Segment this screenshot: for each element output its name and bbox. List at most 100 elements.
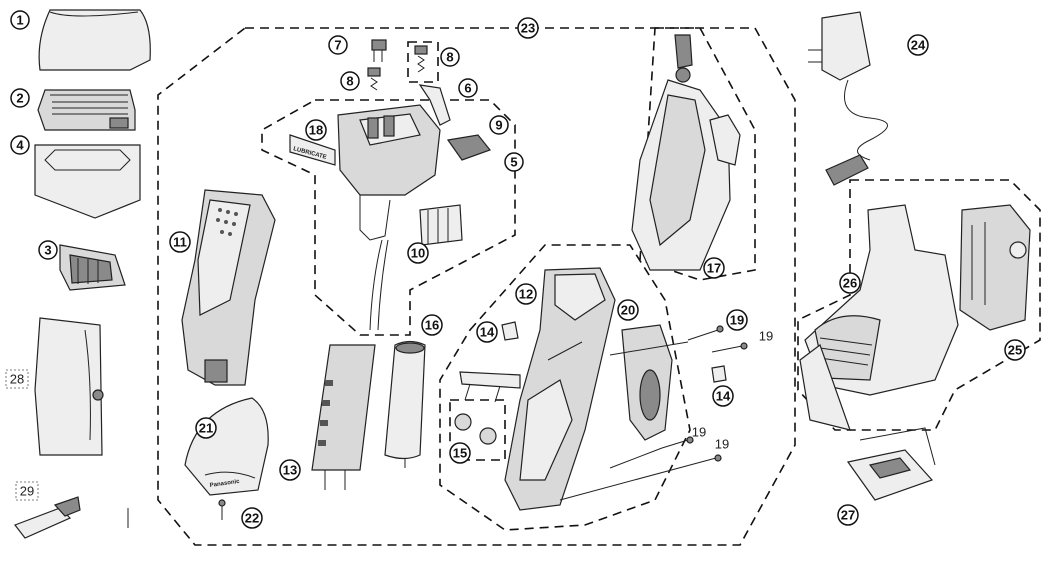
head-housing: LUBRICATE [289, 104, 441, 331]
svg-text:4: 4 [16, 138, 24, 153]
svg-text:19: 19 [715, 437, 729, 452]
svg-text:6: 6 [464, 81, 471, 96]
label-5: 5 [504, 152, 524, 172]
stand-back-cover [959, 204, 1031, 331]
small-clip-a [501, 321, 519, 341]
label-15: 15 [449, 442, 471, 464]
group-8-outline [407, 41, 439, 83]
svg-text:25: 25 [1008, 343, 1022, 358]
cover-emboss-text: Panasonic [209, 479, 240, 489]
label-14b: 14 [712, 385, 734, 407]
switch-parts [454, 371, 521, 445]
small-clip-b [711, 365, 727, 383]
svg-text:14: 14 [480, 325, 495, 340]
svg-text:8: 8 [446, 50, 453, 65]
svg-text:20: 20 [621, 303, 635, 318]
label-7: 7 [328, 35, 348, 55]
label-12: 12 [515, 283, 537, 305]
blade-button [446, 134, 491, 161]
label-19a: 19 [726, 309, 748, 331]
label-19d: 19 [715, 437, 729, 452]
svg-text:13: 13 [283, 463, 297, 478]
stand-cover: Panasonic [184, 397, 269, 520]
group-23-outline [157, 27, 796, 546]
label-13: 13 [279, 459, 301, 481]
label-9: 9 [489, 115, 509, 135]
svg-text:1: 1 [16, 13, 23, 28]
cleaning-brush [14, 496, 129, 539]
svg-text:11: 11 [173, 235, 187, 250]
label-17: 17 [703, 257, 725, 279]
label-28: 28 [5, 369, 29, 389]
rear-grip [631, 34, 741, 271]
label-14a: 14 [476, 321, 498, 343]
label-27: 27 [837, 504, 859, 526]
label-19c: 19 [692, 425, 706, 440]
battery [384, 340, 426, 468]
circuit-board [311, 344, 376, 490]
frame-holder [34, 144, 141, 219]
group-17-outline [639, 27, 756, 281]
label-23: 23 [517, 17, 539, 39]
svg-text:2: 2 [16, 91, 23, 106]
label-8a: 8 [440, 47, 460, 67]
group-12-outline [439, 244, 691, 531]
base-plate [846, 427, 936, 501]
inner-blade [59, 244, 126, 291]
svg-text:7: 7 [334, 38, 341, 53]
svg-text:9: 9 [495, 118, 502, 133]
small-springs [367, 39, 451, 126]
label-29: 29 [15, 481, 39, 501]
label-26: 26 [839, 272, 861, 294]
front-case [181, 189, 276, 386]
label-19b: 19 [759, 329, 773, 344]
switch-cover [621, 324, 673, 441]
svg-text:14: 14 [716, 389, 731, 404]
svg-text:17: 17 [707, 261, 721, 276]
svg-text:3: 3 [44, 243, 51, 258]
outer-cap [38, 9, 151, 71]
svg-text:18: 18 [309, 123, 323, 138]
svg-text:10: 10 [411, 246, 425, 261]
label-16: 16 [421, 314, 443, 336]
label-24: 24 [907, 34, 929, 56]
label-21: 21 [195, 417, 217, 439]
label-2: 2 [10, 88, 30, 108]
svg-text:27: 27 [841, 508, 855, 523]
svg-text:19: 19 [692, 425, 706, 440]
label-8b: 8 [340, 71, 360, 91]
foil-frame [37, 89, 136, 131]
svg-text:21: 21 [199, 421, 213, 436]
rear-case [504, 267, 616, 511]
label-4: 4 [10, 135, 30, 155]
label-10: 10 [407, 242, 429, 264]
svg-text:23: 23 [521, 21, 535, 36]
svg-text:28: 28 [10, 372, 24, 387]
label-3: 3 [38, 240, 58, 260]
svg-text:29: 29 [20, 484, 34, 499]
label-25: 25 [1004, 339, 1026, 361]
svg-text:12: 12 [519, 287, 533, 302]
label-11: 11 [169, 231, 191, 253]
svg-text:16: 16 [425, 318, 439, 333]
charging-stand [799, 204, 959, 431]
svg-text:22: 22 [245, 511, 259, 526]
screws [559, 325, 748, 501]
svg-text:15: 15 [453, 446, 467, 461]
svg-text:5: 5 [510, 155, 517, 170]
frame-bracket [419, 204, 463, 246]
pouch [34, 317, 104, 456]
ac-adapter [808, 11, 888, 186]
group-25-outline [797, 179, 1041, 431]
svg-text:19: 19 [730, 313, 744, 328]
label-1: 1 [10, 10, 30, 30]
svg-text:8: 8 [346, 74, 353, 89]
label-20: 20 [617, 299, 639, 321]
label-6: 6 [458, 78, 478, 98]
svg-text:19: 19 [759, 329, 773, 344]
svg-text:24: 24 [911, 38, 926, 53]
svg-text:26: 26 [843, 276, 857, 291]
label-22: 22 [241, 507, 263, 529]
